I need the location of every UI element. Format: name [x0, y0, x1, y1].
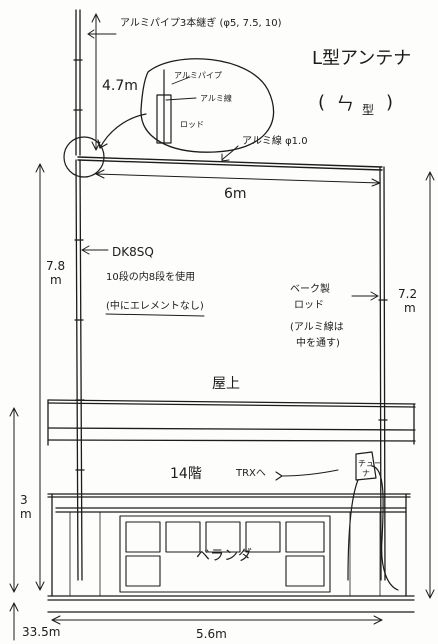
- right-rod-note-1: (アルミ線は: [290, 320, 344, 333]
- right-rod-label-2: ロッド: [294, 300, 324, 311]
- aluminium-pipe: [73, 9, 83, 156]
- dk-label: DK8SQ: [112, 245, 154, 259]
- right-height-dimension: [425, 171, 435, 599]
- zoom-wire-label: アルミ線: [200, 93, 232, 103]
- three-m-unit: m: [20, 507, 32, 521]
- right-rod: [378, 166, 388, 581]
- trx-arrow: [275, 469, 339, 481]
- subtitle-kata: 型: [362, 103, 374, 117]
- zoom-rod-label: ロッド: [180, 120, 204, 129]
- trx-label: TRXへ: [235, 468, 266, 479]
- wire-note: アルミ線 φ1.0: [242, 134, 308, 147]
- pipe-length-label: 4.7m: [102, 78, 138, 94]
- floor-label: 14階: [170, 466, 202, 482]
- dk-use: 10段の内8段を使用: [106, 270, 195, 283]
- rooftop-parapet: [47, 399, 416, 446]
- subtitle-shape: ㄣ: [336, 94, 354, 115]
- zoom-arrow: [97, 113, 147, 149]
- tuner-label-2: ナ: [362, 469, 370, 478]
- left-height-dimension: [35, 163, 45, 591]
- horizontal-wire: [77, 156, 383, 171]
- three-m-value: 3: [20, 493, 28, 507]
- six-m-dimension: [95, 169, 381, 187]
- right-rod-leader: [351, 291, 379, 301]
- dk-note-underline: [105, 313, 205, 317]
- tuner-box: [347, 451, 399, 591]
- subtitle-paren-close: ): [386, 92, 393, 113]
- bottom-length-label: 5.6m: [196, 627, 227, 641]
- veranda-railing: [47, 493, 415, 613]
- subtitle-paren-open: (: [318, 92, 325, 113]
- right-height-value: 7.2: [398, 287, 417, 301]
- veranda-panels: [119, 515, 331, 593]
- tuner-label-1: チュー: [358, 459, 382, 468]
- ground-height-label: 33.5m: [22, 625, 60, 639]
- title: L型アンテナ: [312, 48, 411, 69]
- top-note-text: アルミパイプ3本継ぎ (φ5, 7.5, 10): [120, 16, 282, 29]
- dk-note: (中にエレメントなし): [106, 299, 204, 312]
- corner-circle: [63, 136, 105, 178]
- bottom-dimension: [51, 615, 383, 625]
- three-m-dimension: [9, 407, 19, 593]
- zoom-pipe-label: アルミパイプ: [174, 71, 222, 80]
- dk-leader: [81, 245, 109, 255]
- horizontal-length-label: 6m: [224, 186, 247, 202]
- zoom-bubble: [140, 58, 275, 153]
- rooftop-label: 屋上: [212, 376, 240, 392]
- left-height-unit: m: [50, 273, 62, 287]
- right-rod-label-1: ベーク製: [290, 282, 330, 295]
- top-note-leader: [87, 29, 117, 39]
- right-rod-note-2: 中を通す): [296, 336, 340, 349]
- ground-arrow: [9, 602, 19, 641]
- left-rod: [74, 159, 85, 581]
- right-height-unit: m: [404, 301, 416, 315]
- left-height-value: 7.8: [46, 259, 65, 273]
- wire-note-leader: [221, 145, 239, 162]
- veranda-label: ベランダ: [196, 548, 252, 564]
